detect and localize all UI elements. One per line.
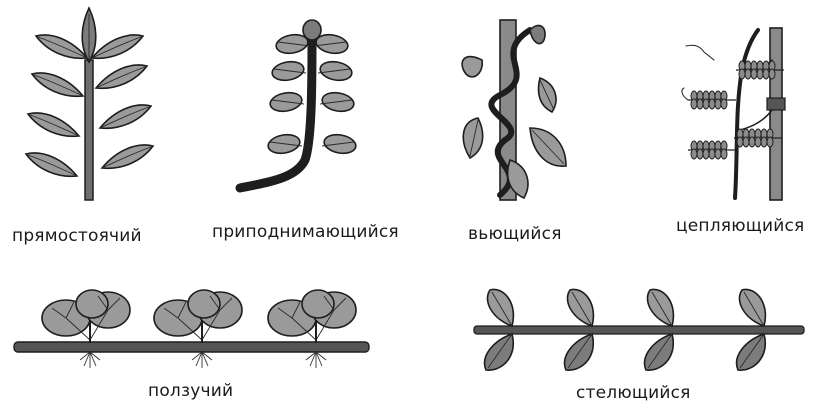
creeping-stem-drawing bbox=[14, 290, 369, 368]
twining-stem-drawing bbox=[462, 20, 566, 200]
caption-creeping: ползучий bbox=[148, 381, 233, 401]
trailing-stem-drawing bbox=[474, 289, 804, 370]
caption-trailing: стелющийся bbox=[576, 383, 691, 403]
caption-upright: прямостоячий bbox=[12, 226, 142, 246]
caption-twining: вьющийся bbox=[468, 224, 562, 244]
ascending-stem-drawing bbox=[240, 20, 357, 188]
caption-ascending: приподнимающийся bbox=[212, 222, 399, 242]
caption-climbing: цепляющийся bbox=[676, 216, 804, 236]
climbing-stem-drawing bbox=[682, 28, 785, 200]
upright-stem-drawing bbox=[26, 8, 153, 200]
